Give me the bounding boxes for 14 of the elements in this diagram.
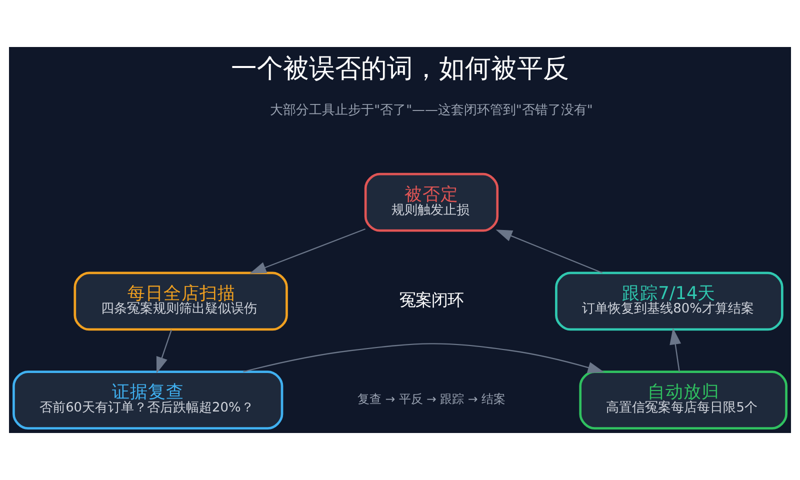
arrow [250,228,366,274]
node-box: 跟踪7/14天 订单恢复到基线80%才算结案 [555,272,784,331]
arrow [243,343,604,374]
node-box: 自动放归 高置信冤案每店每日限5个 [579,370,788,430]
node-box: 每日全店扫描 四条冤案规则筛出疑似误伤 [74,272,288,331]
node-box: 被否定 规则触发止损 [364,172,499,232]
arrow [496,230,603,274]
label: 大部分工具止步于"否了"——这套闭环管到"否错了没有" [270,102,593,118]
arrow [670,328,682,372]
arrow [156,330,172,374]
node-box: 证据复查 否前60天有订单？否后跌幅超20%？ [12,370,284,430]
label: 冤案闭环 [399,290,464,310]
label: 复查 → 平反 → 跟踪 → 结案 [358,392,506,406]
diagram-title: 一个被误否的词，如何被平反 [231,54,569,84]
